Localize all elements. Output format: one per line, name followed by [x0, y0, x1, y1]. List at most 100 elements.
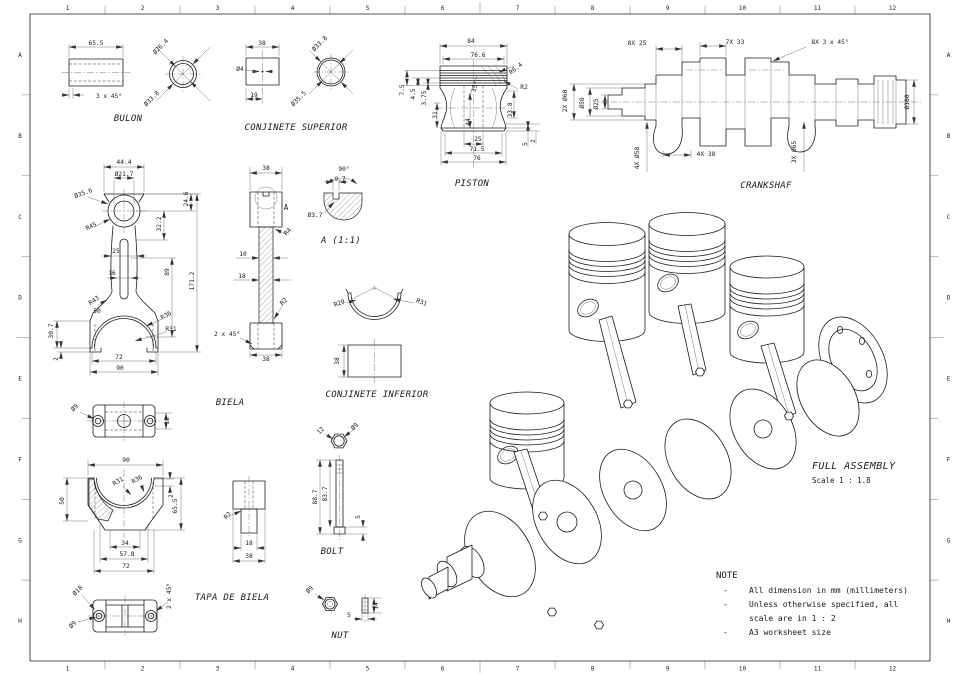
conjinete-inferior-dim: R29 — [333, 298, 346, 308]
tapa-de-biela-dim: R36 — [131, 474, 144, 486]
rod-top-view-dim: 18 — [164, 417, 171, 425]
grid-row-label: C — [18, 214, 22, 221]
bulon-dim: Ø26.4 — [151, 37, 170, 56]
grid-col-label: 8 — [591, 5, 595, 12]
piston-view — [404, 43, 540, 168]
conjinete-inferior-dim: 38 — [334, 357, 341, 365]
grid-row-label: D — [947, 295, 951, 302]
conjinete-superior-dim: Ø35.5 — [289, 89, 308, 108]
grid-row-label: H — [947, 618, 951, 625]
piston-dim: 15° — [470, 80, 481, 93]
crankshaf-dim: Ø25 — [592, 98, 600, 109]
grid-row-label: E — [947, 376, 951, 383]
tapa-de-biela-dim: R2 — [223, 511, 233, 521]
piston-dim: 84 — [467, 38, 475, 45]
biela-dim: 32.2 — [156, 216, 163, 231]
detail-a-dim: 9.7 — [334, 176, 345, 183]
biela-section-dim: A — [284, 203, 289, 212]
tapa-de-biela-dim: 57.8 — [120, 551, 135, 558]
grid-col-label: 10 — [739, 666, 747, 673]
grid-col-label: 5 — [366, 5, 370, 12]
bulon-dim: 65.5 — [89, 40, 104, 47]
detail-a-title: A (1:1) — [320, 236, 361, 246]
note-line: All dimension in mm (millimeters) — [749, 586, 908, 595]
tapa-de-biela-dim: 72 — [122, 563, 130, 570]
bolt-dim: Ø9 — [349, 421, 360, 432]
grid-row-label: A — [18, 52, 22, 59]
grid-row-label: F — [947, 456, 951, 463]
piston-dim: 76 — [473, 155, 481, 162]
note-line: A3 worksheet size — [749, 628, 831, 637]
piston-dim: 25 — [474, 136, 482, 143]
biela-dim: R43 — [88, 295, 101, 307]
rod-top-view-dim: Ø9 — [69, 402, 80, 413]
grid-row-label: A — [947, 52, 951, 59]
nut-title: NUT — [330, 631, 348, 641]
tapa-de-biela-dim: 34 — [121, 540, 129, 547]
grid-col-label: 4 — [291, 5, 295, 12]
piston-dim: 4.5 — [410, 88, 417, 99]
grid-row-label: C — [947, 214, 951, 221]
detail-a-view — [322, 177, 363, 221]
biela-dim: R45 — [85, 221, 98, 232]
note-title: NOTE — [716, 571, 738, 581]
grid-col-label: 9 — [666, 5, 670, 12]
tapa-de-biela-dim: Ø9 — [67, 619, 78, 630]
grid-col-label: 12 — [889, 666, 897, 673]
detail-a-dim: Ø3.7 — [308, 211, 323, 219]
bolt-title: BOLT — [321, 547, 344, 557]
nut-views — [314, 593, 382, 622]
tapa-de-biela-dim: 90 — [122, 457, 130, 464]
grid-col-label: 11 — [814, 666, 822, 673]
grid-col-label: 3 — [216, 666, 220, 673]
biela-side-section — [233, 167, 291, 358]
piston-dim: 3.75 — [421, 90, 428, 105]
biela-section-dim: 18 — [238, 273, 246, 280]
conjinete-inferior-title: CONJINETE INFERIOR — [326, 390, 429, 400]
biela-section-dim: 38 — [262, 356, 270, 363]
bulon-views — [62, 44, 211, 102]
grid-col-label: 7 — [516, 5, 520, 12]
grid-row-label: G — [947, 537, 951, 544]
rod-top-view — [79, 401, 172, 441]
biela-dim: 90 — [116, 365, 124, 372]
piston-dim: 44 — [465, 118, 472, 126]
tapa-de-biela-views — [63, 460, 266, 636]
piston-dim: 76.6 — [471, 52, 486, 59]
grid-col-label: 2 — [141, 666, 145, 673]
biela-dim: 2 — [53, 357, 60, 361]
grid-col-label: 6 — [441, 666, 445, 673]
grid-col-label: 3 — [216, 5, 220, 12]
piston-dim: R2 — [520, 84, 528, 91]
conjinete-superior-dim: 19 — [250, 92, 258, 99]
crankshaf-dim: 4X 38 — [697, 151, 716, 158]
grid-col-label: 12 — [889, 5, 897, 12]
tapa-de-biela-dim: 2 — [168, 494, 175, 498]
tapa-de-biela-dim: 50 — [59, 497, 66, 505]
note-bullet: - — [723, 600, 728, 609]
bolt-dim: 12 — [316, 426, 326, 436]
bulon-title: BULON — [114, 114, 143, 124]
nut-dim: 14 — [373, 602, 380, 610]
bolt-views — [316, 429, 367, 541]
note-line: Unless otherwise specified, all — [749, 600, 898, 609]
biela-dim: Ø21.7 — [115, 170, 134, 178]
tapa-de-biela-dim: 38 — [245, 553, 253, 560]
biela-section-dim: R4 — [283, 227, 293, 237]
grid-col-label: 8 — [591, 666, 595, 673]
piston-title: PISTON — [455, 179, 490, 189]
biela-section-dim: R2 — [279, 297, 289, 307]
bolt-dim: 88.7 — [312, 489, 319, 504]
grid-row-label: E — [18, 376, 22, 383]
note-bullet: - — [723, 586, 728, 595]
biela-dim: 44.4 — [117, 159, 132, 166]
grid-col-label: 4 — [291, 666, 295, 673]
tapa-de-biela-title: TAPA DE BIELA — [195, 593, 269, 603]
biela-dim: R36 — [160, 310, 173, 322]
piston-dim: 7.5 — [399, 84, 406, 95]
piston-dim: R6.4 — [508, 61, 524, 76]
bolt-dim: 83.7 — [322, 486, 329, 501]
conjinete-inferior-views — [338, 285, 415, 383]
biela-dim: 171.2 — [189, 271, 196, 290]
